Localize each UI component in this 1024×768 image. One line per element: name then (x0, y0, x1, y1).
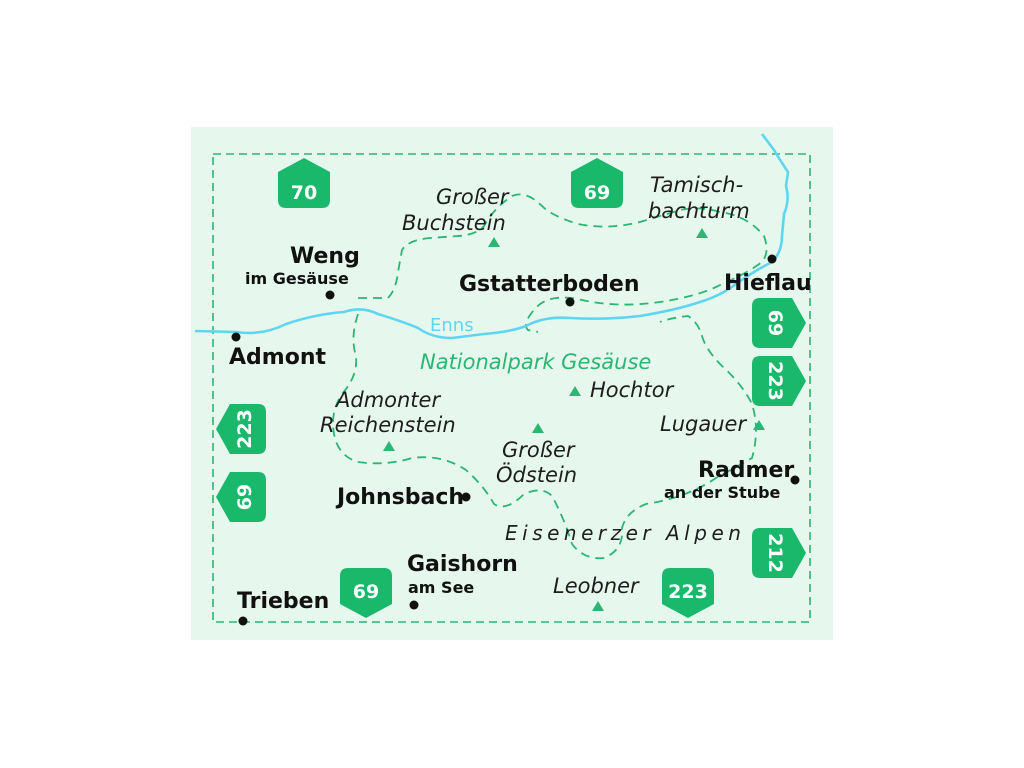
peak-oedstein[interactable]: Großer Ödstein (496, 423, 577, 487)
sheet-badge-shape (662, 568, 714, 618)
peak-label: Buchstein (402, 211, 506, 235)
range-label: Eisenerzer Alpen (505, 521, 745, 545)
town-dot-icon (238, 616, 248, 626)
park-boundary (358, 193, 768, 333)
sheet-badge-shape (752, 298, 806, 348)
peak-label: Lugauer (660, 412, 747, 436)
peak-label: Tamisch- (650, 173, 743, 197)
sheet-badge-shape (752, 528, 806, 578)
trail-south (332, 313, 757, 560)
peak-admonter-reichenstein[interactable]: Admonter Reichenstein (320, 388, 456, 451)
peak-label: Großer (502, 438, 576, 462)
sheet-badge-shape (340, 568, 392, 618)
peak-label: Admonter (334, 388, 441, 412)
town-sublabel: im Gesäuse (245, 269, 349, 288)
river-enns (194, 133, 790, 340)
peak-marker-icon (488, 237, 500, 247)
town-trieben[interactable]: Trieben (237, 589, 329, 626)
region-label: Nationalpark Gesäuse (420, 350, 651, 374)
peak-hochtor[interactable]: Hochtor (569, 378, 675, 402)
town-dot-icon (565, 297, 575, 307)
adjacent-sheet-badge-69-bottom[interactable]: 69 (340, 568, 392, 618)
sheet-badge-shape (752, 356, 806, 406)
peak-tamischbachturm[interactable]: Tamisch- bachturm (648, 173, 750, 238)
peak-marker-icon (696, 228, 708, 238)
peak-label: Reichenstein (320, 413, 456, 437)
adjacent-sheet-badge-70[interactable]: 70 (278, 158, 330, 208)
sheet-badge-shape (216, 472, 266, 522)
town-label: Gstatterboden (459, 272, 640, 297)
town-label: Johnsbach (335, 485, 464, 510)
sheet-number: 223 (764, 361, 786, 401)
town-gaishorn[interactable]: Gaishorn am See (407, 552, 518, 610)
river-label-enns: Enns (430, 315, 474, 336)
peak-label: Leobner (553, 574, 640, 598)
peak-marker-icon (383, 441, 395, 451)
peak-leobner[interactable]: Leobner (553, 574, 640, 611)
adjacent-sheet-badge-69-right[interactable]: 69 (752, 298, 806, 348)
peak-label: Hochtor (590, 378, 675, 402)
town-label: Hieflau (724, 271, 812, 296)
adjacent-sheet-badge-223-right[interactable]: 223 (752, 356, 806, 406)
sheet-number: 69 (584, 182, 610, 204)
town-label: Admont (229, 345, 326, 370)
sheet-number: 69 (764, 310, 786, 336)
peak-label: Ödstein (496, 462, 577, 487)
sheet-number: 223 (668, 581, 708, 603)
map-background (191, 127, 833, 640)
town-label: Weng (290, 244, 360, 269)
town-dot-icon (790, 475, 800, 485)
sheet-number: 70 (291, 182, 317, 204)
town-hieflau[interactable]: Hieflau (724, 254, 812, 297)
peak-marker-icon (592, 601, 604, 611)
peak-marker-icon (569, 386, 581, 396)
peak-label: bachturm (648, 199, 750, 223)
adjacent-sheet-badge-223-bottom[interactable]: 223 (662, 568, 714, 618)
town-admont[interactable]: Admont (229, 332, 326, 371)
peak-marker-icon (532, 423, 544, 433)
town-label: Radmer (698, 458, 794, 483)
adjacent-sheet-badge-223-left[interactable]: 223 (216, 404, 266, 454)
sheet-number: 212 (764, 533, 786, 573)
town-dot-icon (231, 332, 241, 342)
adjacent-sheet-badge-212-right[interactable]: 212 (752, 528, 806, 578)
town-dot-icon (409, 600, 419, 610)
town-gstatterboden[interactable]: Gstatterboden (459, 272, 640, 307)
peak-label: Großer (436, 185, 510, 209)
sheet-number: 69 (353, 581, 379, 603)
adjacent-sheet-badge-69-top[interactable]: 69 (571, 158, 623, 208)
town-radmer[interactable]: Radmer an der Stube (664, 458, 800, 502)
town-sublabel: am See (408, 578, 474, 597)
peak-lugauer[interactable]: Lugauer (660, 412, 765, 436)
peak-buchstein[interactable]: Großer Buchstein (402, 185, 510, 247)
sheet-badge-shape (216, 404, 266, 454)
town-label: Trieben (237, 589, 329, 614)
town-dot-icon (461, 492, 471, 502)
town-johnsbach[interactable]: Johnsbach (335, 485, 471, 510)
sheet-badge-shape (278, 158, 330, 208)
sheet-badge-shape (571, 158, 623, 208)
adjacent-sheet-badge-69-left[interactable]: 69 (216, 472, 266, 522)
town-dot-icon (325, 290, 335, 300)
sheet-number: 223 (234, 409, 256, 449)
peak-marker-icon (753, 420, 765, 430)
town-sublabel: an der Stube (664, 483, 781, 502)
town-dot-icon (767, 254, 777, 264)
town-weng[interactable]: Weng im Gesäuse (245, 244, 360, 300)
town-label: Gaishorn (407, 552, 518, 577)
sheet-number: 69 (234, 484, 256, 510)
